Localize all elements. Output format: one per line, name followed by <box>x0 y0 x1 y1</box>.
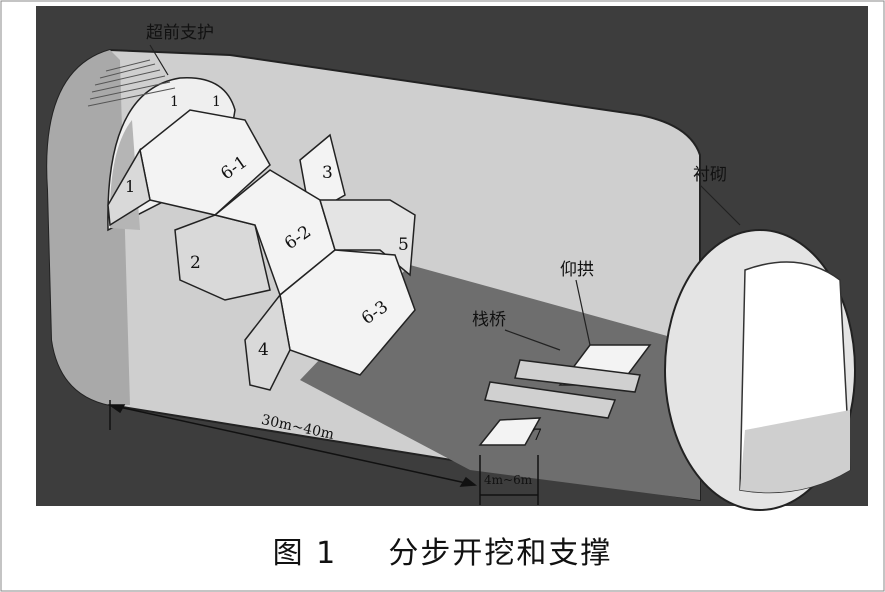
invert-trestle <box>478 344 652 446</box>
advance-support-hatching <box>87 59 176 107</box>
trestle-beam-1 <box>514 359 641 393</box>
label-lining: 衬砌 <box>693 165 727 185</box>
step-7-segment <box>478 417 542 446</box>
label-2: 2 <box>190 253 201 273</box>
label-7: 7 <box>532 425 542 444</box>
label-1-top-b: 1 <box>212 94 221 110</box>
block-4 <box>244 293 291 391</box>
label-invert: 仰拱 <box>560 260 594 280</box>
label-1: 1 <box>125 177 135 196</box>
trestle-beam-2 <box>484 381 617 419</box>
figure-caption: 图 1 分步开挖和支撑 <box>0 528 885 572</box>
label-1-top-a: 1 <box>170 94 179 110</box>
excavation-blocks <box>107 109 416 391</box>
leader-lines <box>149 44 741 351</box>
label-3: 3 <box>322 163 333 183</box>
label-4: 4 <box>258 340 269 360</box>
caption-title: 分步开挖和支撑 <box>388 536 613 571</box>
label-dim-short: 4m~6m <box>484 473 533 487</box>
dimension-lines <box>107 400 539 505</box>
label-5: 5 <box>398 235 409 255</box>
label-advance-support: 超前支护 <box>146 23 214 43</box>
label-trestle: 栈桥 <box>472 310 506 330</box>
caption-number: 图 1 <box>272 536 338 571</box>
